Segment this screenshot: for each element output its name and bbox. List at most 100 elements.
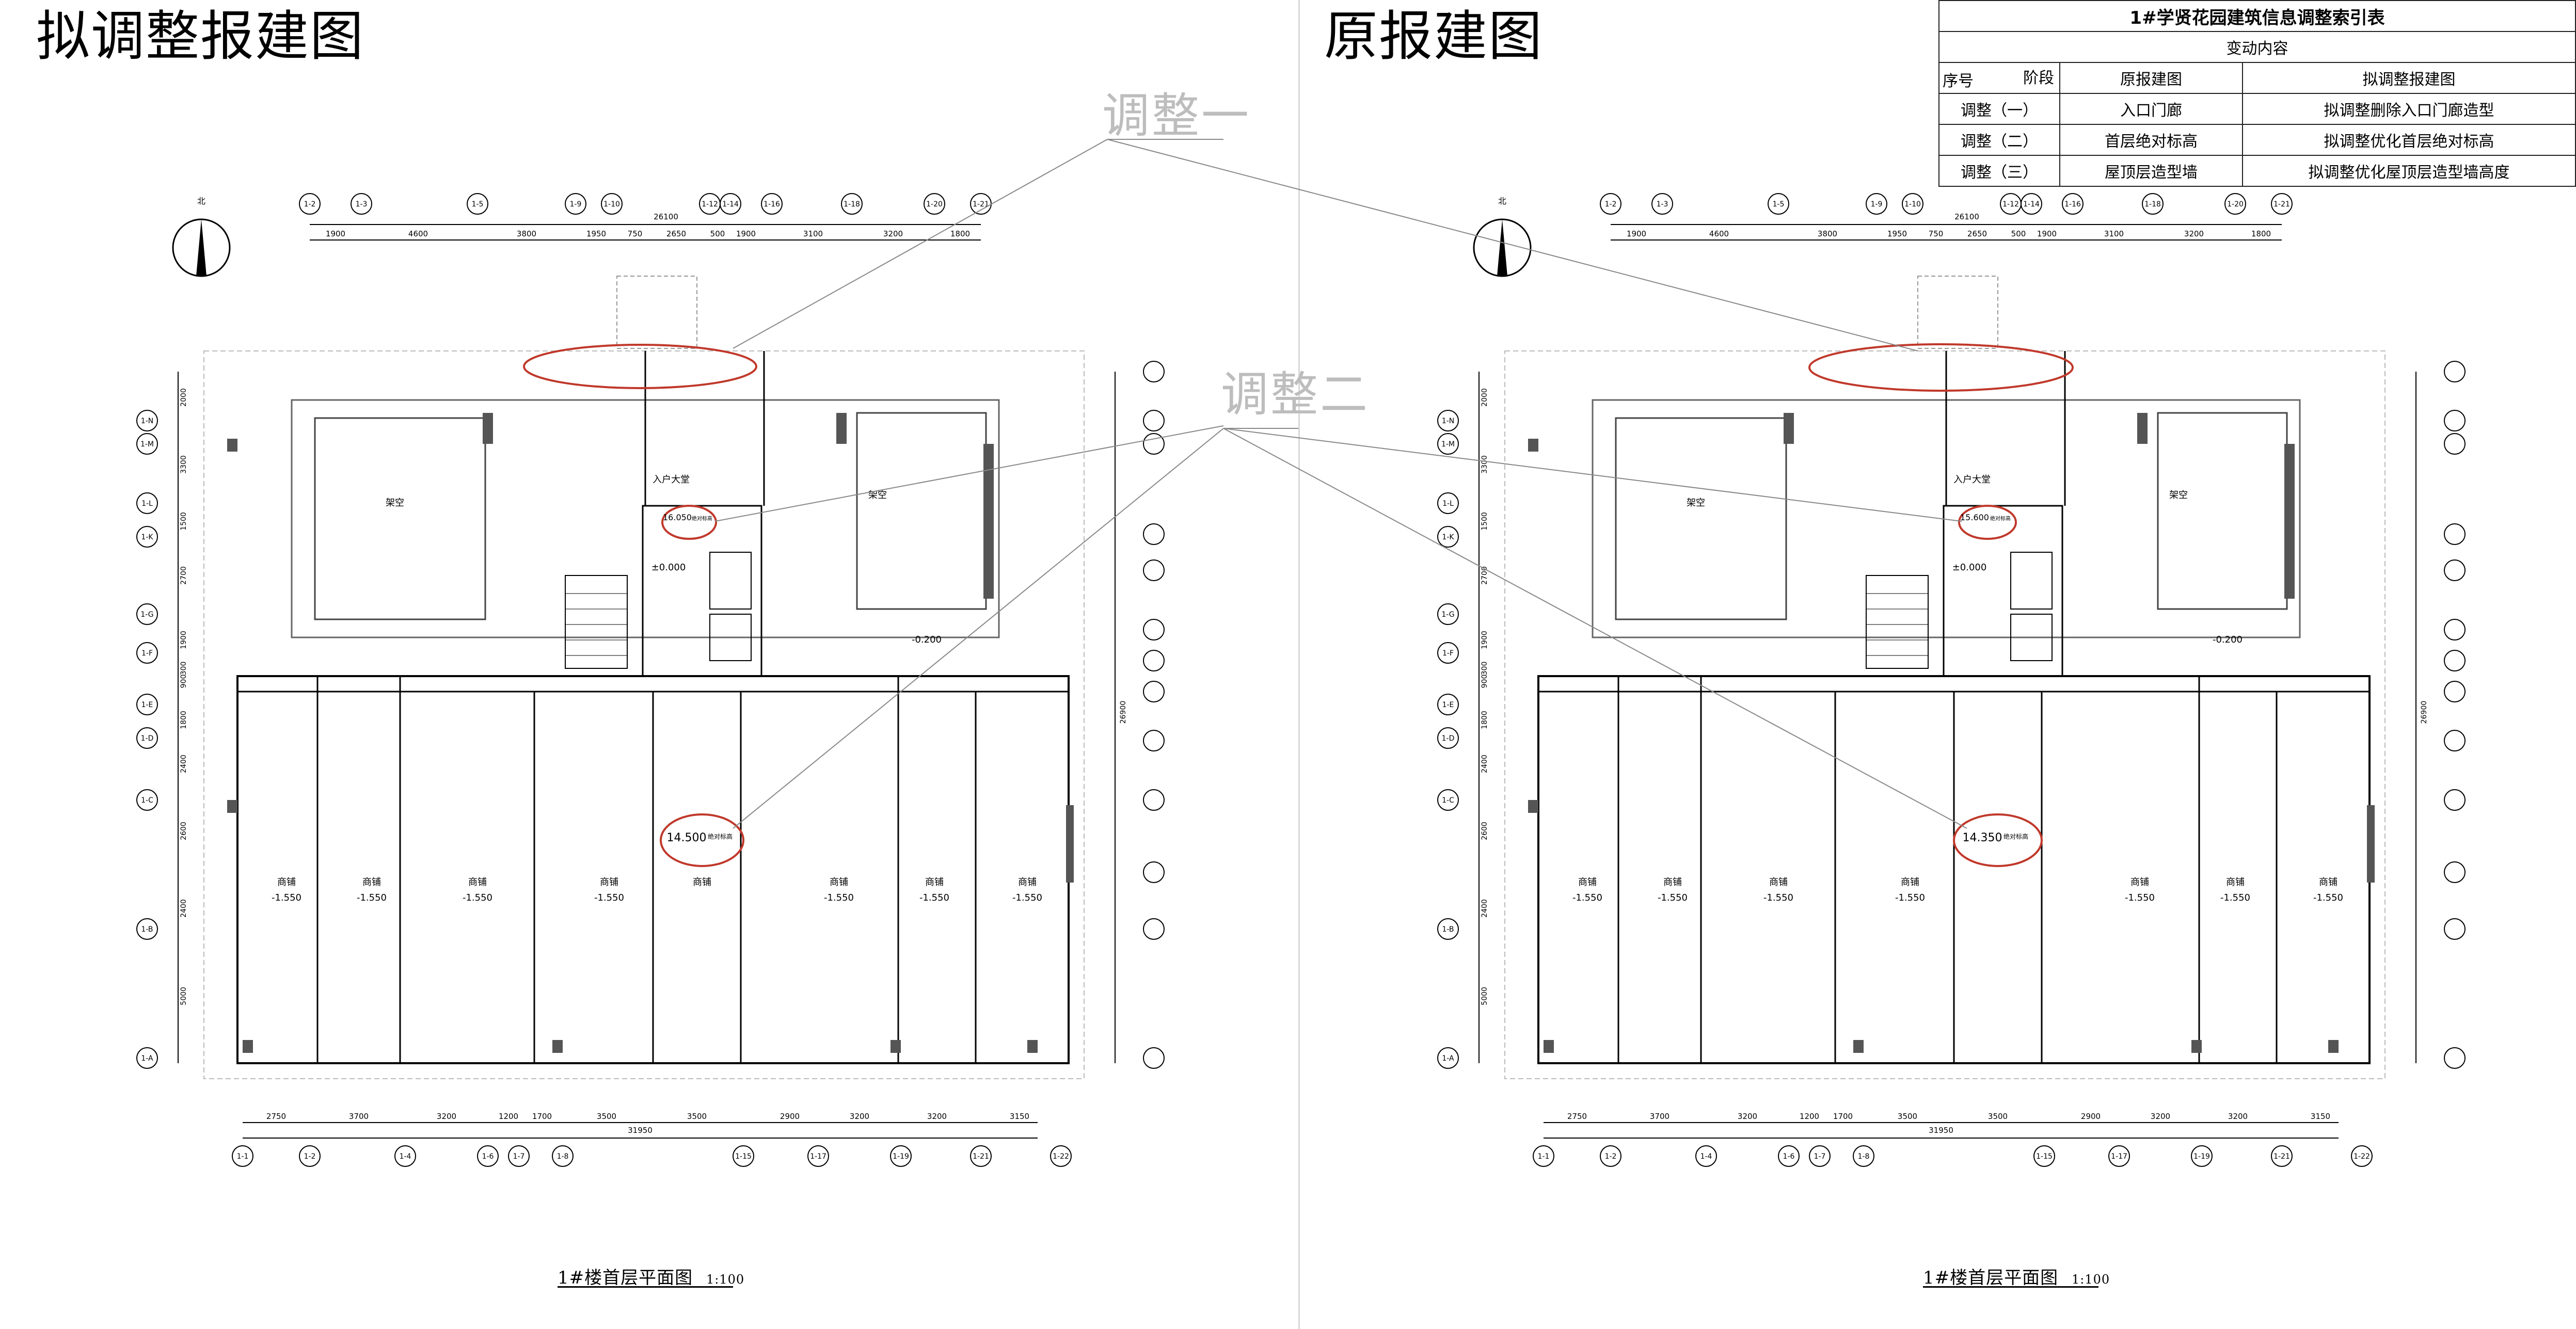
- shop-label: 商铺: [1578, 877, 1597, 888]
- dim-top: 3800: [517, 229, 536, 238]
- elevation-tag: 绝对标高: [708, 832, 733, 840]
- shop-level: -1.550: [1012, 892, 1042, 903]
- axis-label: 1-21: [973, 1152, 989, 1161]
- axis-label: 1-10: [1904, 200, 1921, 209]
- north-arrow: 北: [1473, 196, 1532, 277]
- shop-label: 商铺: [925, 877, 944, 888]
- dim-left-group: 2000 3300 1500 2700 1900 300 900 1800 24…: [180, 388, 188, 1005]
- dim-left: 3300: [180, 455, 188, 474]
- axis-label: 1-16: [764, 200, 780, 209]
- shop-label: 商铺: [1769, 877, 1788, 888]
- north-arrow: 北: [172, 196, 231, 277]
- dim-top: 750: [1929, 229, 1944, 238]
- axis-label: 1-9: [570, 200, 582, 209]
- callout-adjust-2: 调整二: [1221, 367, 1370, 422]
- dim-top: 1950: [586, 229, 606, 238]
- index-table-title: 1#学贤花园建筑信息调整索引表: [1938, 0, 2576, 32]
- axis-label: 1-8: [1858, 1152, 1870, 1161]
- dim-bottom: 3200: [437, 1112, 456, 1121]
- header-seq: 序号: [1943, 72, 1974, 90]
- axis-label: 1-K: [141, 533, 153, 541]
- dim-left: 2000: [1481, 388, 1489, 407]
- axis-label: 1-A: [1442, 1054, 1454, 1063]
- axis-label: 1-3: [1657, 200, 1668, 209]
- shop-label: 商铺: [1901, 877, 1919, 888]
- dim-total-bottom: 31950: [1929, 1126, 1953, 1135]
- axis-right-group: 26900: [1115, 361, 1165, 1069]
- index-table-header: 序号 阶段 原报建图 拟调整报建图: [1938, 62, 2576, 94]
- level-label: ±0.000: [1952, 562, 1987, 573]
- room-labels: 入户大堂 架空 架空 -0.200 ±0.000 商铺 -1.550 商铺 -1…: [1572, 474, 2343, 903]
- dim-bottom: 3200: [927, 1112, 947, 1121]
- axis-label: 1-B: [141, 925, 153, 934]
- structural-columns: [1528, 413, 2375, 1053]
- dim-left: 900: [180, 675, 188, 688]
- dim-top: 3800: [1818, 229, 1837, 238]
- dim-bottom-group: 2750 3700 3200 1200 1700 3500 3500 2900 …: [243, 1112, 1038, 1139]
- header-proposed: 拟调整报建图: [2242, 62, 2576, 94]
- shop-label: 商铺: [2226, 877, 2245, 888]
- shop-level: -1.550: [1658, 892, 1688, 903]
- axis-label: 1-G: [140, 611, 153, 619]
- dim-top-group: 26100 1900 4600 3800 1950 750 2650 500 1…: [1611, 212, 2282, 241]
- dim-left: 1500: [180, 512, 188, 531]
- plan-caption-proposed: 1#楼首层平面图 1:100: [558, 1263, 744, 1289]
- axis-label: 1-6: [1783, 1152, 1795, 1161]
- dim-left: 2400: [1481, 899, 1489, 918]
- axis-label: 1-1: [237, 1152, 249, 1161]
- dim-left-group: 2000 3300 1500 2700 1900 300 900 1800 24…: [1481, 388, 1489, 1005]
- north-label: 北: [197, 196, 205, 206]
- axis-label: 1-20: [926, 200, 943, 209]
- axis-label: 1-G: [1441, 611, 1454, 619]
- shop-label: 商铺: [2130, 877, 2149, 888]
- axis-label: 1-12: [2002, 200, 2019, 209]
- elevation-value: 15.600: [1960, 513, 1989, 522]
- table-row: 调整（一） 入口门廊 拟调整删除入口门廊造型: [1938, 93, 2576, 125]
- plan-caption-text: 1#楼首层平面图: [558, 1268, 693, 1288]
- axis-label: 1-7: [1814, 1152, 1826, 1161]
- building-outline: [203, 276, 1085, 1079]
- axis-label: 1-4: [400, 1152, 411, 1161]
- level-label: ±0.000: [651, 562, 686, 573]
- hall-label: 架空: [386, 498, 404, 508]
- building-outline: [1504, 276, 2386, 1079]
- row-original: 首层绝对标高: [2059, 124, 2243, 156]
- axis-label: 1-8: [557, 1152, 569, 1161]
- axis-label: 1-19: [893, 1152, 909, 1161]
- axis-label: 1-17: [2111, 1152, 2127, 1161]
- axis-label: 1-15: [2036, 1152, 2053, 1161]
- revision-cloud-group: [1808, 343, 2074, 867]
- dim-top: 500: [2011, 229, 2026, 238]
- axis-right-group: 26900: [2415, 361, 2466, 1069]
- dim-top: 4600: [1709, 229, 1729, 238]
- axis-label: 1-C: [141, 796, 153, 805]
- north-label: 北: [1498, 196, 1506, 206]
- axis-label: 1-F: [141, 649, 153, 658]
- hall-label: 架空: [1687, 498, 1705, 508]
- dim-bottom: 2900: [780, 1112, 800, 1121]
- shop-label: 商铺: [362, 877, 381, 888]
- revision-cloud-group: [523, 344, 757, 867]
- axis-label: 1-21: [2273, 200, 2290, 209]
- axis-label: 1-D: [141, 734, 154, 743]
- row-seq: 调整（一）: [1938, 93, 2060, 125]
- table-row: 调整（二） 首层绝对标高 拟调整优化首层绝对标高: [1938, 124, 2576, 156]
- elevation-tag: 绝对标高: [1990, 515, 2011, 522]
- axis-label: 1-B: [1442, 925, 1454, 934]
- axis-label: 1-22: [2354, 1152, 2370, 1161]
- elevation-value: 14.350: [1963, 831, 2002, 844]
- shop-level: -1.550: [919, 892, 949, 903]
- plan-scale: 1:100: [706, 1272, 745, 1287]
- dim-bottom: 3700: [1650, 1112, 1669, 1121]
- dim-total-top: 26100: [654, 212, 678, 221]
- dim-top: 2650: [666, 229, 686, 238]
- axis-label: 1-L: [141, 500, 153, 508]
- elevation-tag: 绝对标高: [2003, 832, 2028, 840]
- dim-left: 2000: [180, 388, 188, 407]
- axis-label: 1-5: [1773, 200, 1785, 209]
- axis-label: 1-12: [702, 200, 718, 209]
- dim-top: 750: [628, 229, 643, 238]
- dim-top: 1800: [2251, 229, 2271, 238]
- adjustment-index-table: 1#学贤花园建筑信息调整索引表 变动内容 序号 阶段 原报建图 拟调整报建图 调…: [1938, 0, 2576, 187]
- axis-label: 1-15: [735, 1152, 752, 1161]
